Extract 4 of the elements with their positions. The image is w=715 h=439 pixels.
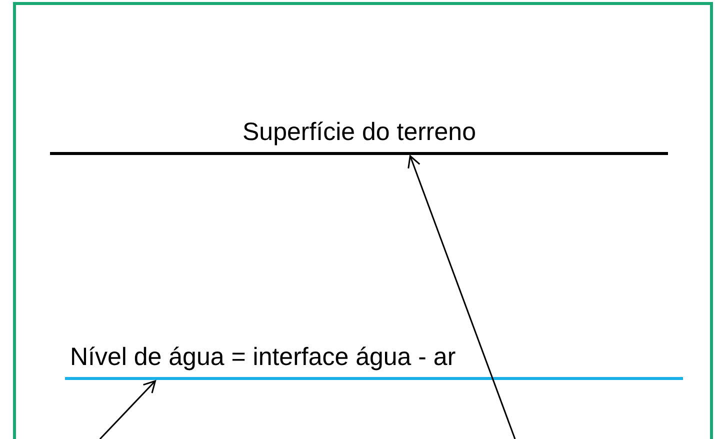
level-label: Superfície do terreno (242, 117, 476, 147)
level-label: Nível de água = interface água - ar (70, 342, 456, 372)
arrow (99, 380, 156, 439)
arrow (408, 155, 516, 439)
